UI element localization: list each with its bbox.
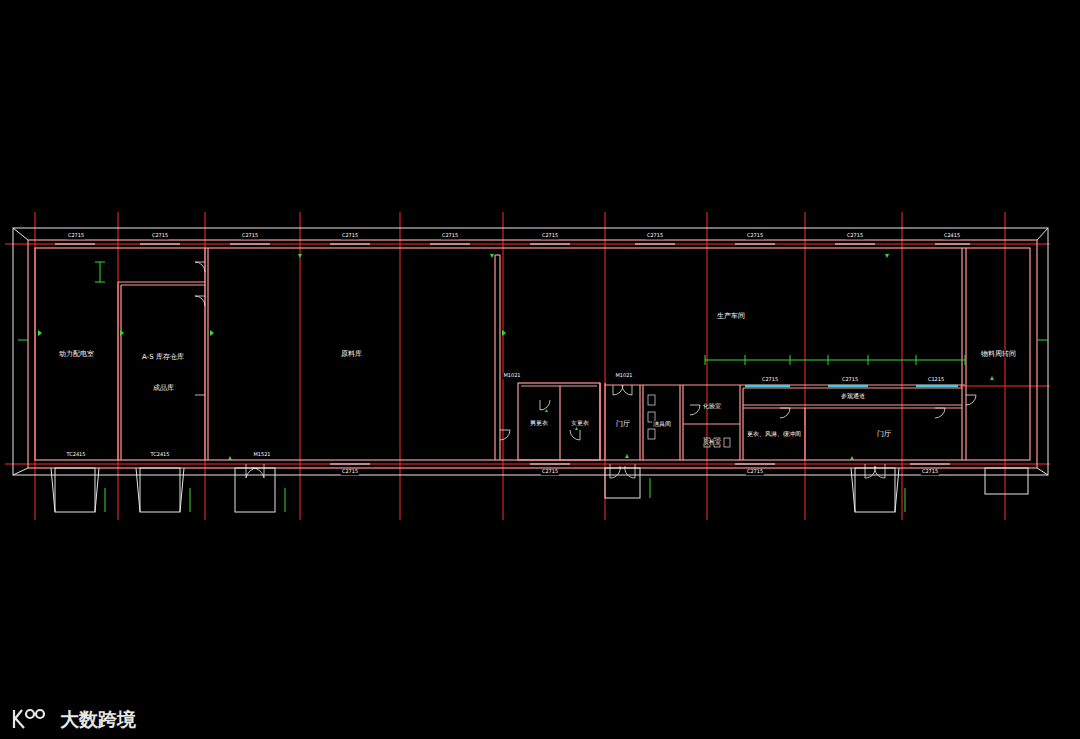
dimension-label: TC2415 xyxy=(150,452,171,458)
room: 更衣、风淋、缓冲间 xyxy=(744,409,804,459)
room-name: 成品库 xyxy=(152,384,175,392)
room-name: 原料库 xyxy=(340,350,363,358)
dimension-lines xyxy=(18,262,1048,512)
dimension-label: C2715 xyxy=(921,469,939,475)
room-name: A-S 库存仓库 xyxy=(141,353,185,361)
room-name: 生产车间 xyxy=(716,312,746,320)
room-name: 更衣、风淋、缓冲间 xyxy=(746,431,802,438)
room: A-S 库存仓库成品库 xyxy=(122,286,204,459)
axis-lines xyxy=(5,212,1050,520)
room: 物料周转间 xyxy=(967,249,1029,459)
dimension-label: C2715 xyxy=(341,469,359,475)
elevation-marks xyxy=(38,254,994,460)
room: 参观通道 xyxy=(744,389,961,404)
room: 原料库 xyxy=(209,249,494,459)
dimension-label: C2715 xyxy=(151,233,169,239)
dimension-label: C2715 xyxy=(746,469,764,475)
walls xyxy=(28,240,1037,468)
room: 男更衣 xyxy=(519,387,559,459)
doors xyxy=(195,262,976,478)
room: 质检室 xyxy=(684,425,739,459)
room: 动力配电室 xyxy=(36,249,117,459)
dimension-label: C1215 xyxy=(927,377,945,383)
logo-mark xyxy=(14,710,44,728)
dimension-label: C2715 xyxy=(241,233,259,239)
dimension-label: C2415 xyxy=(943,233,961,239)
dimension-label: C2715 xyxy=(341,233,359,239)
room-name: 质检室 xyxy=(702,439,722,446)
room-name: 化验室 xyxy=(702,403,722,410)
dimension-label: C2715 xyxy=(846,233,864,239)
dimension-label: C2715 xyxy=(541,469,559,475)
room-name: 女更衣 xyxy=(570,420,590,427)
dimension-label: M1021 xyxy=(502,373,521,379)
room: 生产车间 xyxy=(501,249,961,384)
room-name: 动力配电室 xyxy=(58,350,95,358)
dimension-label: C2715 xyxy=(841,377,859,383)
room-name: 参观通道 xyxy=(840,393,866,400)
room: 门厅 xyxy=(806,409,961,459)
window-marks xyxy=(55,244,970,464)
corridor-windows xyxy=(745,385,958,388)
room: 女更衣 xyxy=(561,387,599,459)
room-name: 物料周转间 xyxy=(980,350,1017,358)
room: 化验室 xyxy=(684,389,739,423)
outer-outline xyxy=(13,228,1048,475)
room-name: 门厅 xyxy=(615,420,631,428)
room: 门厅 xyxy=(606,389,639,459)
room-name: 门厅 xyxy=(876,430,892,438)
room-name: 洁具间 xyxy=(652,421,672,428)
dimension-label: C2715 xyxy=(761,377,779,383)
dimension-label: TC2415 xyxy=(66,452,87,458)
dimension-label: C2715 xyxy=(441,233,459,239)
dimension-label: M1521 xyxy=(252,452,271,458)
room: 洁具间 xyxy=(644,389,679,459)
dimension-label: C2715 xyxy=(67,233,85,239)
fixtures xyxy=(648,395,730,447)
room-name: 男更衣 xyxy=(529,420,549,427)
dimension-label: C2715 xyxy=(746,233,764,239)
watermark: 大数跨境 xyxy=(59,709,137,730)
dimension-label: C2715 xyxy=(646,233,664,239)
dimension-label: M1021 xyxy=(614,373,633,379)
porches xyxy=(51,468,1028,512)
dimension-label: C2715 xyxy=(541,233,559,239)
